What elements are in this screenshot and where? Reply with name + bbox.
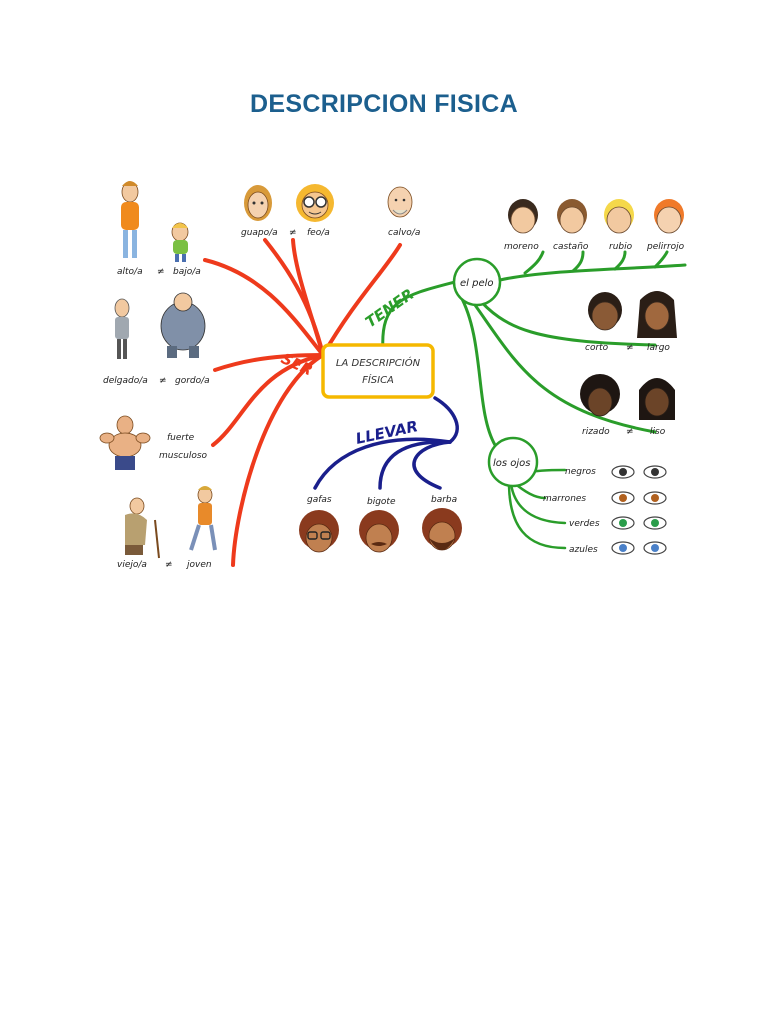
ser-line-looks-2 <box>291 238 325 357</box>
black-eyes-icon <box>611 465 667 479</box>
pelo-stem-moreno <box>523 250 545 275</box>
beard-face-illustration <box>422 508 462 551</box>
pelo-line-colors <box>498 263 687 282</box>
llevar-main-line <box>433 396 459 444</box>
label-delgado: delgado/a <box>103 376 148 386</box>
curly-hair-face-illustration <box>580 374 620 417</box>
label-alto-sep: ≠ <box>157 267 165 277</box>
pelo-line-curl <box>468 296 657 434</box>
label-rubio: rubio <box>609 242 633 252</box>
long-hair-face-illustration <box>637 291 677 338</box>
thin-person-illustration <box>114 298 130 359</box>
label-joven: joven <box>185 560 212 570</box>
bald-face-illustration <box>387 186 413 218</box>
label-azules: azules <box>569 545 598 555</box>
pelo-line-length <box>473 293 657 347</box>
label-guapo: guapo/a <box>241 228 278 238</box>
label-viejo-sep: ≠ <box>165 560 173 570</box>
old-person-illustration <box>125 497 160 559</box>
page-title: DESCRIPCION FISICA <box>250 90 518 118</box>
center-label-line1: LA DESCRIPCIÓN <box>336 356 421 369</box>
tener-branch-lines <box>381 250 687 447</box>
pelo-stem-pelirrojo <box>653 250 669 269</box>
label-verdes: verdes <box>569 519 600 529</box>
pelo-stem-castano <box>571 250 585 273</box>
label-bigote: bigote <box>367 497 396 507</box>
label-fuerte: fuerte <box>167 433 195 443</box>
label-calvo: calvo/a <box>388 228 420 238</box>
ojos-line-azules <box>507 484 567 550</box>
label-viejo: viejo/a <box>117 560 147 570</box>
label-feo: feo/a <box>307 228 330 238</box>
llevar-line-gafas <box>313 437 452 490</box>
pelirrojo-face-illustration <box>654 199 684 234</box>
center-node <box>321 343 435 399</box>
ojos-node <box>487 436 539 488</box>
tall-person-illustration <box>121 181 139 258</box>
green-eyes-icon <box>611 516 667 530</box>
llevar-line-barba <box>412 440 452 490</box>
label-delgado-sep: ≠ <box>159 376 167 386</box>
label-alto: alto/a <box>117 267 143 277</box>
short-hair-face-illustration <box>588 292 622 331</box>
young-person-illustration <box>189 486 217 551</box>
label-largo: largo <box>647 343 670 353</box>
short-person-illustration <box>171 222 189 262</box>
label-liso: liso <box>650 427 666 437</box>
glasses-face-illustration <box>299 510 339 553</box>
eye-icons <box>611 465 667 555</box>
label-musculoso: musculoso <box>159 451 208 461</box>
moreno-face-illustration <box>508 199 538 234</box>
brown-eyes-icon <box>611 491 667 505</box>
ser-line-strength <box>211 353 325 447</box>
tener-line-ojos <box>458 293 497 447</box>
mind-map: SER TENER el pelo los ojos LLEVAR LA DES… <box>99 181 687 570</box>
tener-main-line <box>381 280 457 352</box>
ugly-face-illustration <box>296 184 334 222</box>
label-gordo: gordo/a <box>175 376 210 386</box>
ser-branch-lines <box>203 238 402 567</box>
ser-line-bald <box>321 243 402 357</box>
pelo-label: el pelo <box>460 278 494 289</box>
llevar-line-bigote <box>378 440 452 490</box>
ser-line-weight <box>213 353 325 372</box>
llevar-branch-lines <box>313 396 459 490</box>
label-negros: negros <box>565 467 596 477</box>
label-corto: corto <box>585 343 609 353</box>
castano-face-illustration <box>557 199 587 234</box>
pelo-stem-rubio <box>613 250 627 271</box>
label-pelirrojo: pelirrojo <box>646 242 685 252</box>
straight-hair-face-illustration <box>639 378 675 420</box>
strong-person-illustration <box>99 415 151 470</box>
pelo-node <box>452 257 502 307</box>
ser-line-age <box>231 353 325 567</box>
label-moreno: moreno <box>504 242 539 252</box>
label-barba: barba <box>431 495 457 505</box>
mustache-face-illustration <box>359 510 399 553</box>
label-rizado-sep: ≠ <box>626 427 634 437</box>
label-bajo: bajo/a <box>173 267 201 277</box>
fat-person-illustration <box>160 292 206 358</box>
label-rizado: rizado <box>582 427 610 437</box>
label-corto-sep: ≠ <box>626 343 634 353</box>
tener-label: TENER <box>362 285 417 331</box>
ojos-label: los ojos <box>493 458 531 469</box>
rubio-face-illustration <box>604 199 634 234</box>
hair-color-faces <box>508 199 684 234</box>
label-gafas: gafas <box>307 495 332 505</box>
ojos-line-verdes <box>509 482 567 525</box>
ser-line-height <box>203 258 325 357</box>
pretty-face-illustration <box>244 185 272 221</box>
label-guapo-sep: ≠ <box>289 228 297 238</box>
label-marrones: marrones <box>543 494 586 504</box>
center-label-line2: FÍSICA <box>362 373 394 386</box>
blue-eyes-icon <box>611 541 667 555</box>
label-castano: castaño <box>553 242 589 252</box>
